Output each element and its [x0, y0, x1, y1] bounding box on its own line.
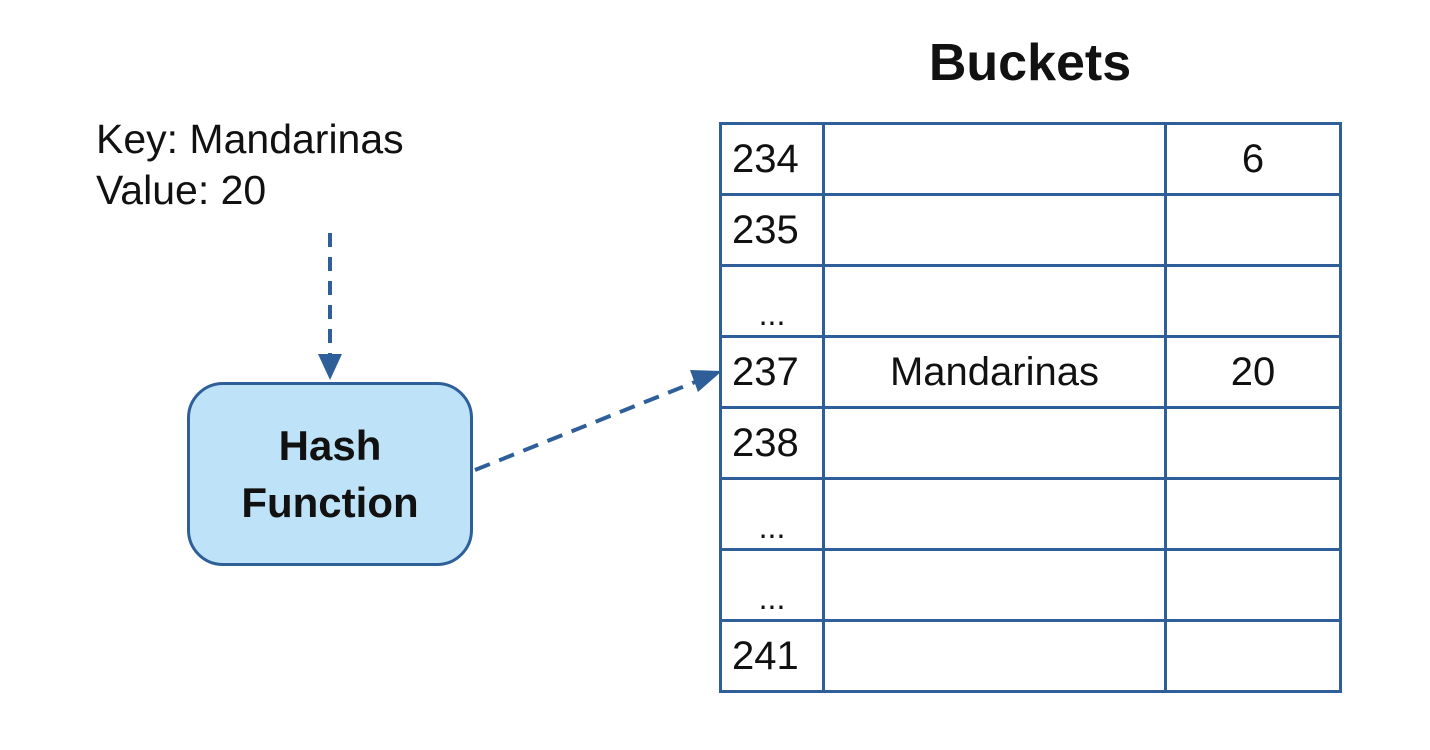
buckets-title: Buckets: [928, 34, 1132, 92]
bucket-row: 238: [719, 406, 1342, 480]
hash-function-label-line1: Hash: [278, 422, 382, 469]
bucket-row: 234 6: [719, 122, 1342, 196]
bucket-key: [822, 122, 1167, 196]
bucket-index: 237: [719, 335, 825, 409]
bucket-row: ...: [719, 264, 1342, 338]
bucket-index: 234: [719, 122, 825, 196]
bucket-row: 235: [719, 193, 1342, 267]
bucket-key: [822, 619, 1167, 693]
bucket-value: [1164, 193, 1342, 267]
bucket-value: 20: [1164, 335, 1342, 409]
hash-function-label-line2: Function: [241, 479, 419, 526]
bucket-index: ...: [719, 548, 825, 622]
bucket-index: 235: [719, 193, 825, 267]
key-label: Key: Mandarinas: [96, 116, 404, 162]
key-value-input: Key: Mandarinas Value: 20: [96, 114, 404, 216]
bucket-value: [1164, 406, 1342, 480]
bucket-index: 238: [719, 406, 825, 480]
value-label: Value: 20: [96, 167, 267, 213]
bucket-key: [822, 406, 1167, 480]
hash-to-bucket-arrowhead: [690, 370, 722, 392]
bucket-key: [822, 548, 1167, 622]
bucket-index: 241: [719, 619, 825, 693]
hash-function-box: Hash Function: [187, 382, 473, 566]
bucket-row: ...: [719, 477, 1342, 551]
bucket-row: ...: [719, 548, 1342, 622]
bucket-value: [1164, 477, 1342, 551]
bucket-value: [1164, 548, 1342, 622]
bucket-value: 6: [1164, 122, 1342, 196]
bucket-key: [822, 264, 1167, 338]
bucket-value: [1164, 619, 1342, 693]
bucket-key: Mandarinas: [822, 335, 1167, 409]
bucket-value: [1164, 264, 1342, 338]
bucket-row: 241: [719, 619, 1342, 693]
bucket-key: [822, 477, 1167, 551]
bucket-row: 237 Mandarinas 20: [719, 335, 1342, 409]
buckets-table: 234 6 235 ... 237 Mandarinas 20 238 ...: [719, 122, 1342, 693]
input-to-hash-arrowhead: [318, 354, 342, 380]
hash-to-bucket-arrow: [474, 378, 701, 472]
bucket-index: ...: [719, 477, 825, 551]
bucket-key: [822, 193, 1167, 267]
bucket-index: ...: [719, 264, 825, 338]
